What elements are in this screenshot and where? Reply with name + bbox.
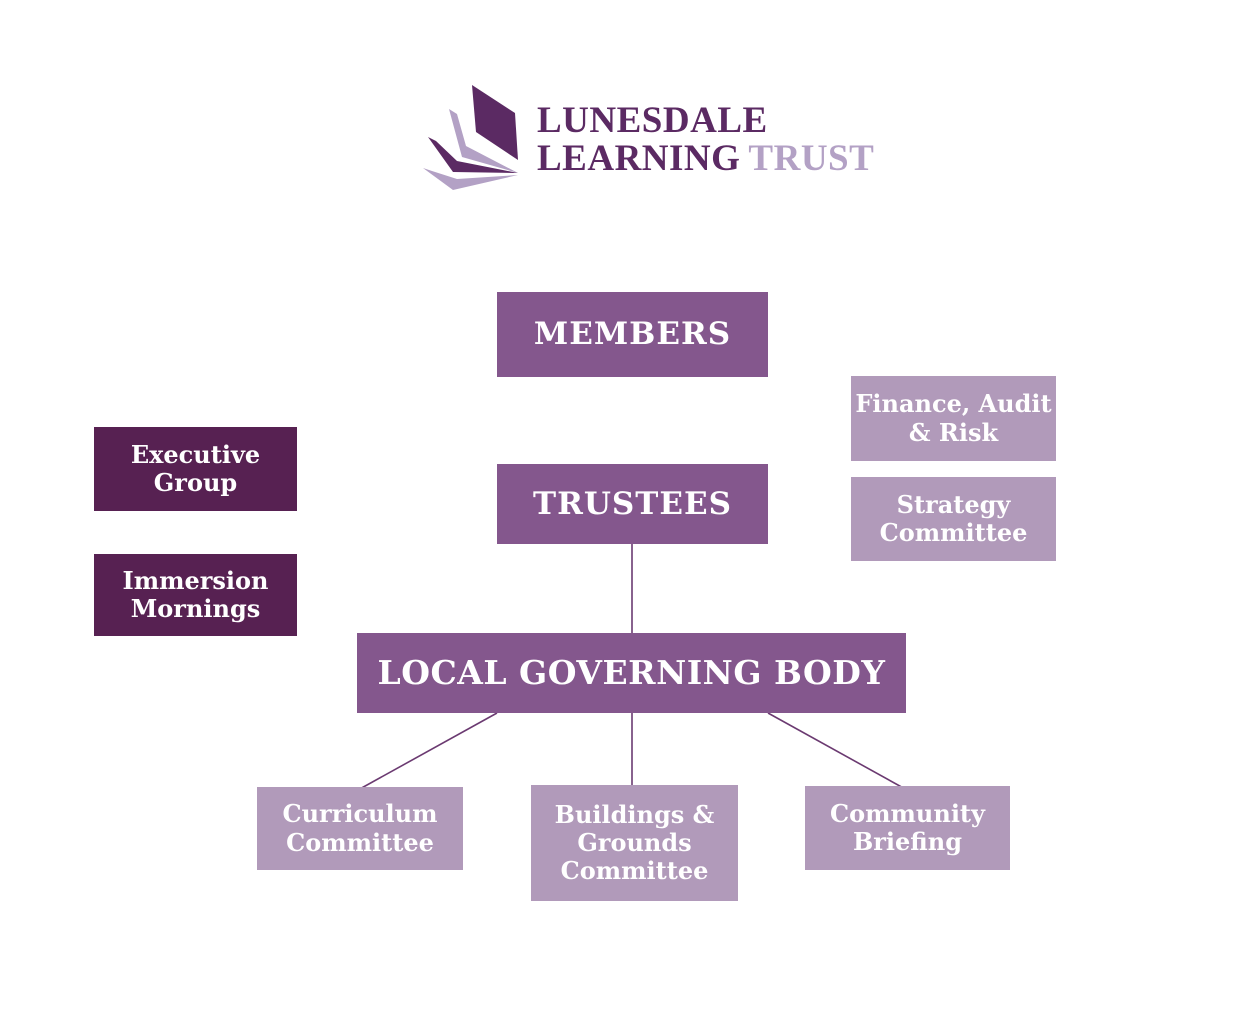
node-finance-audit-risk: Finance, Audit & Risk [851, 376, 1056, 461]
fanned-pages-book-icon [423, 85, 518, 190]
connector-lgb-community [767, 712, 908, 791]
node-local-governing-body: LOCAL GOVERNING BODY [357, 633, 906, 713]
node-buildings-grounds-committee: Buildings & Grounds Committee [531, 785, 738, 901]
node-immersion-mornings: Immersion Mornings [94, 554, 297, 636]
node-executive-group: Executive Group [94, 427, 297, 511]
node-trustees: TRUSTEES [497, 464, 768, 544]
node-strategy-committee: Strategy Committee [851, 477, 1056, 561]
node-members: MEMBERS [497, 292, 768, 377]
node-community-briefing: Community Briefing [805, 786, 1010, 870]
connector-lgb-curriculum [357, 712, 498, 791]
wordmark-trust: TRUST [748, 138, 875, 179]
node-curriculum-committee: Curriculum Committee [257, 787, 463, 870]
wordmark-line1: LUNESDALE [537, 100, 768, 141]
wordmark-learning: LEARNING [537, 138, 741, 179]
